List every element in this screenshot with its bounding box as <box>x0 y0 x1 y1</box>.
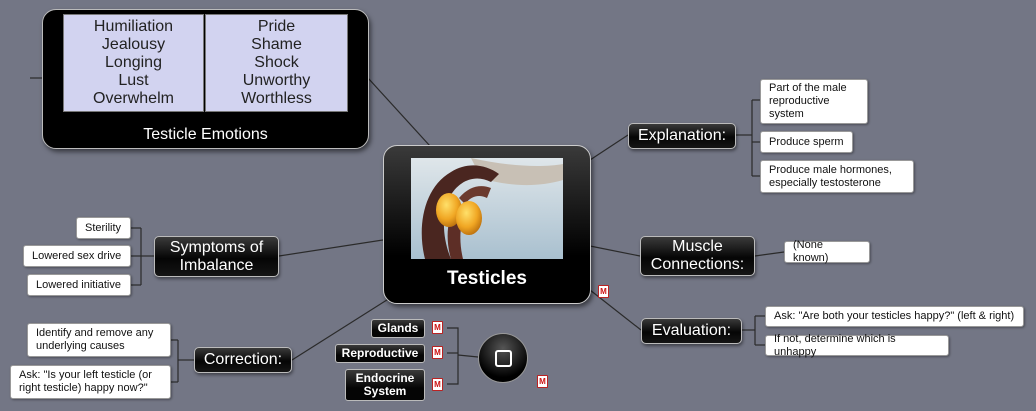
square-icon <box>494 349 512 367</box>
emotion-item: Pride <box>257 18 296 35</box>
symptom-note-sex-drive[interactable]: Lowered sex drive <box>23 245 131 267</box>
symptom-note-sterility[interactable]: Sterility <box>76 217 131 239</box>
explanation-note-hormones[interactable]: Produce male hormones, especially testos… <box>760 160 914 193</box>
emotion-item: Worthless <box>241 90 312 107</box>
emotion-item: Unworthy <box>242 72 311 89</box>
tag-reproductive[interactable]: Reproductive <box>335 344 425 363</box>
tag-endocrine-system[interactable]: Endocrine System <box>345 369 425 401</box>
mindmap-file-icon[interactable]: M <box>537 375 548 388</box>
mindmap-file-icon[interactable]: M <box>432 321 443 334</box>
central-topic-title: Testicles <box>447 268 527 289</box>
emotion-item: Overwhelm <box>93 90 174 107</box>
symptoms-topic[interactable]: Symptoms of Imbalance <box>154 236 279 277</box>
explanation-topic[interactable]: Explanation: <box>628 123 736 149</box>
emotion-item: Longing <box>105 54 162 71</box>
correction-topic[interactable]: Correction: <box>194 347 292 373</box>
emotion-item: Lust <box>118 72 149 89</box>
muscle-connections-topic[interactable]: Muscle Connections: <box>640 236 755 276</box>
emotion-item: Humiliation <box>93 18 174 35</box>
muscle-note-none[interactable]: (None known) <box>784 239 870 264</box>
explanation-note-system[interactable]: Part of the male reproductive system <box>760 79 868 124</box>
explanation-note-sperm[interactable]: Produce sperm <box>760 131 853 153</box>
central-topic[interactable]: Testicles <box>383 145 591 304</box>
emotions-column-left: Humiliation Jealousy Longing Lust Overwh… <box>63 14 204 112</box>
evaluation-note-determine[interactable]: If not, determine which is unhappy <box>765 333 949 358</box>
emotions-caption: Testicle Emotions <box>143 126 268 143</box>
emotion-item: Jealousy <box>101 36 166 53</box>
floating-topic-orb[interactable] <box>478 333 528 383</box>
testicles-illustration <box>411 158 563 259</box>
emotion-item: Shame <box>251 36 302 53</box>
tag-glands[interactable]: Glands <box>371 319 425 338</box>
emotions-table-topic[interactable]: Humiliation Jealousy Longing Lust Overwh… <box>42 9 369 149</box>
correction-note-ask[interactable]: Ask: "Is your left testicle (or right te… <box>10 365 171 399</box>
evaluation-topic[interactable]: Evaluation: <box>641 318 742 344</box>
correction-note-identify[interactable]: Identify and remove any underlying cause… <box>27 323 171 357</box>
emotion-item: Shock <box>254 54 299 71</box>
mindmap-file-icon[interactable]: M <box>432 378 443 391</box>
symptom-note-initiative[interactable]: Lowered initiative <box>27 274 131 296</box>
emotions-column-right: Pride Shame Shock Unworthy Worthless <box>205 14 348 112</box>
mindmap-file-icon[interactable]: M <box>598 285 609 298</box>
evaluation-note-ask[interactable]: Ask: "Are both your testicles happy?" (l… <box>765 306 1024 327</box>
mindmap-file-icon[interactable]: M <box>432 346 443 359</box>
